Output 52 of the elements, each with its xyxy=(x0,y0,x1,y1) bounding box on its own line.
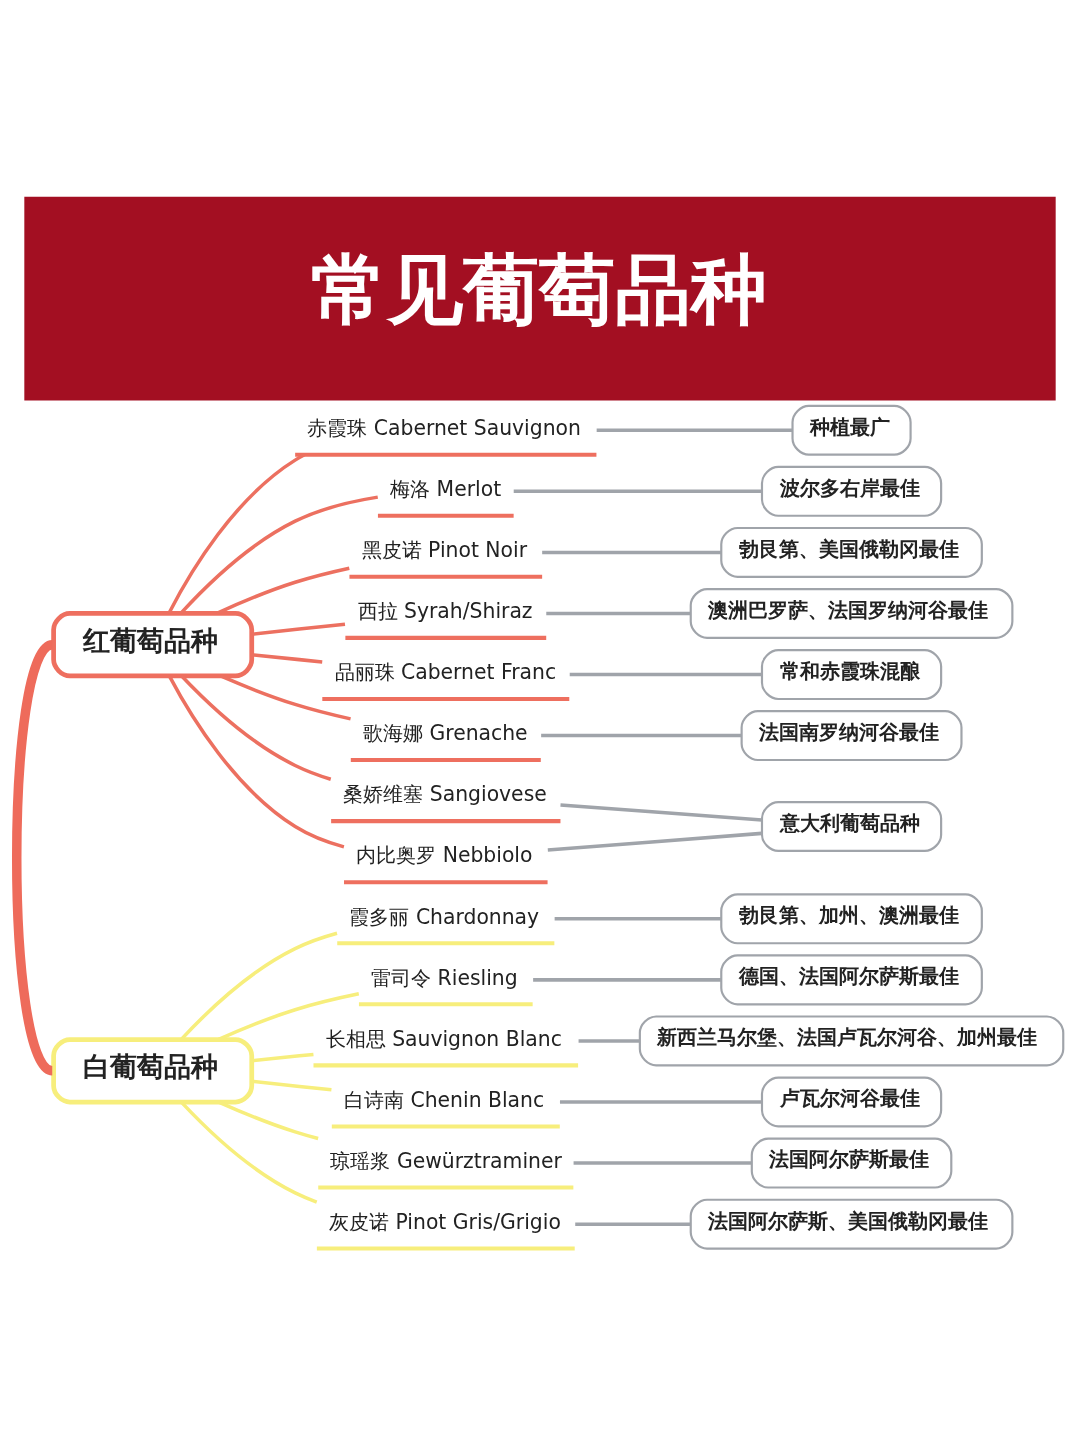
node-text: 桑娇维塞 Sangiovese xyxy=(343,781,547,806)
connector xyxy=(217,991,360,1041)
node-box: 常和赤霞珠混酿 xyxy=(760,648,943,700)
node-text: 长相思 Sauvignon Blanc xyxy=(325,1026,562,1051)
connector xyxy=(513,489,762,493)
node-text: 雷司令 Riesling xyxy=(371,965,518,990)
connector xyxy=(179,494,379,614)
node-text: 黑皮诺 Pinot Noir xyxy=(361,537,528,562)
node-box: 德国、法国阿尔萨斯最佳 xyxy=(720,953,983,1005)
connector xyxy=(596,428,793,432)
node-text: 内比奥罗 Nebbiolo xyxy=(356,842,533,867)
node-text: 梅洛 Merlot xyxy=(390,476,502,501)
node-box: 澳洲巴罗萨、法国罗纳河谷最佳 xyxy=(689,587,1014,639)
connector xyxy=(251,1052,314,1062)
connector xyxy=(180,931,338,1040)
connector xyxy=(559,1099,762,1104)
node-text: 霞多丽 Chardonnay xyxy=(349,904,540,929)
node-text: 歌海娜 Grenache xyxy=(363,720,528,745)
node-text: 赤霞珠 Cabernet Sauvignon xyxy=(307,415,581,440)
node-box: 勃艮第、美国俄勒冈最佳 xyxy=(720,526,983,578)
connector xyxy=(547,831,762,852)
node-text: 灰皮诺 Pinot Gris/Grigio xyxy=(329,1209,561,1234)
node-box: 法国阿尔萨斯最佳 xyxy=(750,1137,953,1189)
connector xyxy=(542,550,722,554)
connector xyxy=(533,977,722,982)
node-box: 卢瓦尔河谷最佳 xyxy=(760,1076,943,1128)
connector xyxy=(560,802,763,822)
connector xyxy=(251,1079,332,1092)
node-box: 红葡萄品种 xyxy=(51,610,255,678)
node-text: 白诗南 Chenin Blanc xyxy=(344,1087,545,1112)
connector xyxy=(569,672,762,676)
connector xyxy=(554,916,722,921)
connector xyxy=(573,1160,752,1165)
node-text: 琼瑶浆 Gewürztraminer xyxy=(330,1148,562,1173)
connector xyxy=(251,652,323,664)
node-text: 品丽珠 Cabernet Franc xyxy=(334,659,557,684)
node-box: 波尔多右岸最佳 xyxy=(760,465,943,517)
node-box: 新西兰马尔堡、法国卢瓦尔河谷、加州最佳 xyxy=(638,1014,1065,1066)
connector xyxy=(575,1221,691,1226)
connector xyxy=(541,733,742,737)
node-box: 白葡萄品种 xyxy=(51,1036,255,1104)
node-text: 西拉 Syrah/Shiraz xyxy=(357,598,533,623)
node-box: 勃艮第、加州、澳洲最佳 xyxy=(720,892,983,944)
connector xyxy=(578,1038,640,1043)
node-box: 法国阿尔萨斯、美国俄勒冈最佳 xyxy=(689,1198,1014,1250)
connector xyxy=(546,611,691,615)
node-box: 种植最广 xyxy=(791,404,912,456)
node-box: 法国南罗纳河谷最佳 xyxy=(740,709,963,761)
connector xyxy=(167,452,306,614)
connector xyxy=(251,621,346,636)
diagram-title: 常见葡萄品种 xyxy=(310,244,767,334)
node-box: 意大利葡萄品种 xyxy=(760,800,943,852)
